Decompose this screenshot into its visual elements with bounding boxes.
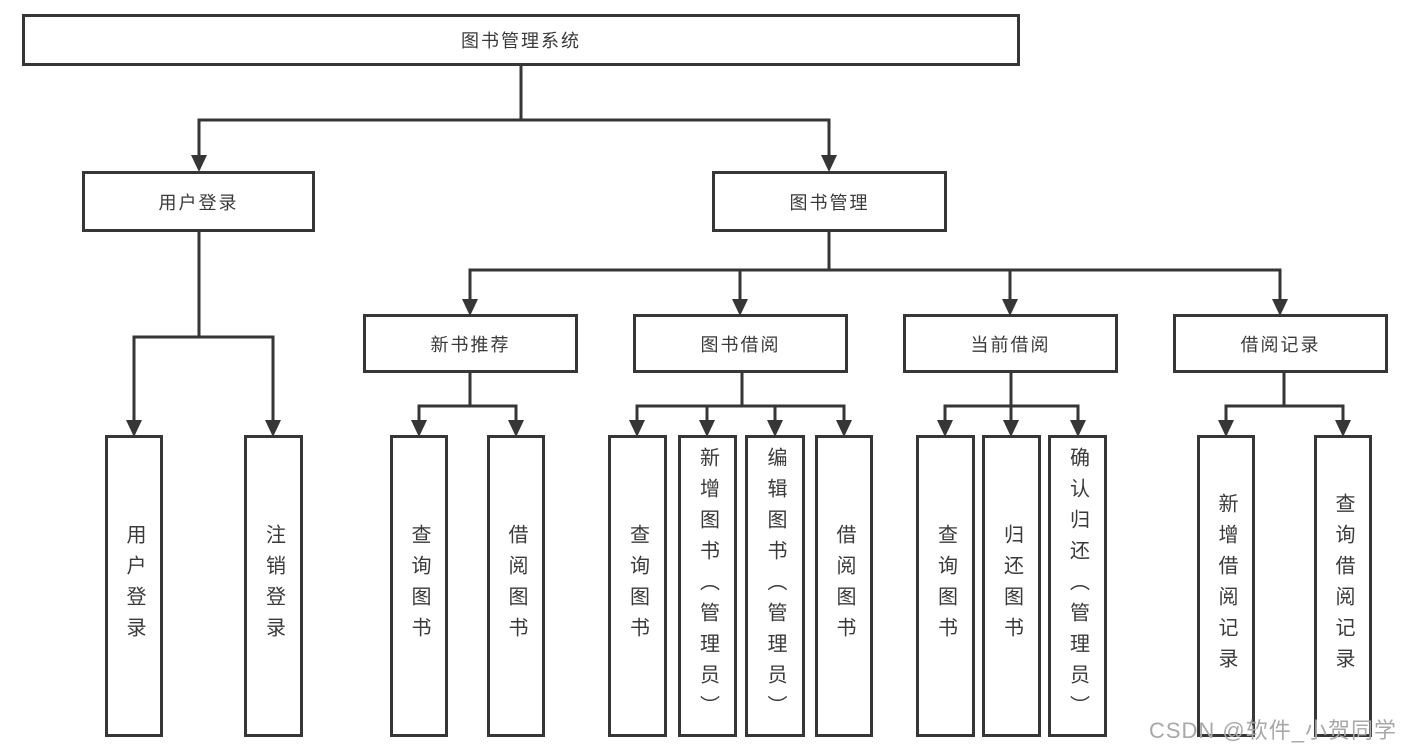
leaf-query-books-2: 查询图书 (608, 435, 667, 737)
node-current-borrowing: 当前借阅 (903, 314, 1118, 373)
node-label: 查询图书 (934, 524, 957, 648)
arrowhead (411, 420, 427, 437)
node-label: 查询图书 (408, 524, 430, 648)
arrowhead (126, 420, 142, 437)
node-label: 确认归还（管理员） (1066, 446, 1089, 726)
leaf-query-borrow-record: 查询借阅记录 (1314, 435, 1372, 737)
leaf-query-books-3: 查询图书 (916, 435, 975, 737)
leaf-query-books-1: 查询图书 (390, 435, 448, 737)
node-label: 借阅图书 (505, 524, 527, 648)
leaf-add-book-admin: 新增图书（管理员） (678, 435, 737, 737)
arrowhead (937, 420, 953, 437)
node-label: 注销登录 (262, 524, 285, 648)
arrowhead (1003, 420, 1019, 437)
leaf-confirm-return-admin: 确认归还（管理员） (1048, 435, 1107, 737)
arrowhead (265, 420, 281, 437)
arrowhead (1272, 299, 1288, 316)
node-label: 新增借阅记录 (1215, 493, 1237, 679)
node-book-management: 图书管理 (712, 171, 947, 232)
arrowhead (629, 420, 645, 437)
node-label: 归还图书 (1000, 524, 1023, 648)
arrowhead (699, 420, 715, 437)
node-label: 新增图书（管理员） (696, 446, 719, 726)
node-user-login: 用户登录 (82, 171, 315, 232)
node-label: 用户登录 (123, 524, 145, 648)
node-new-book-recommend: 新书推荐 (363, 314, 578, 373)
leaf-borrow-books-2: 借阅图书 (815, 435, 873, 737)
arrowhead (821, 155, 837, 172)
node-label: 图书管理 (789, 192, 870, 213)
node-borrowing-records: 借阅记录 (1173, 314, 1388, 373)
arrowhead (1002, 299, 1018, 316)
arrowhead (462, 299, 478, 316)
leaf-return-book: 归还图书 (982, 435, 1041, 737)
leaf-user-login: 用户登录 (105, 435, 163, 737)
node-book-borrowing: 图书借阅 (633, 314, 848, 373)
node-label: 图书借阅 (700, 334, 781, 355)
leaf-logout: 注销登录 (244, 435, 303, 737)
arrowhead (767, 420, 783, 437)
arrowhead (1335, 420, 1351, 437)
node-label: 编辑图书（管理员） (764, 446, 786, 726)
node-label: 借阅记录 (1240, 334, 1321, 355)
node-label: 图书管理系统 (461, 31, 581, 51)
node-library-management-system: 图书管理系统 (22, 14, 1020, 66)
node-label: 查询图书 (626, 524, 649, 648)
arrowhead (508, 420, 524, 437)
arrowhead (191, 155, 207, 172)
node-label: 新书推荐 (430, 334, 511, 355)
arrowhead (1218, 420, 1234, 437)
leaf-borrow-books-1: 借阅图书 (487, 435, 545, 737)
node-label: 借阅图书 (833, 524, 855, 648)
node-label: 用户登录 (158, 192, 239, 213)
node-label: 当前借阅 (970, 334, 1051, 355)
arrowhead (732, 299, 748, 316)
watermark: CSDN @软件_小贺同学 (1148, 718, 1397, 743)
leaf-add-borrow-record: 新增借阅记录 (1197, 435, 1255, 737)
node-label: 查询借阅记录 (1332, 493, 1354, 679)
arrowhead (1070, 420, 1086, 437)
leaf-edit-book-admin: 编辑图书（管理员） (745, 435, 805, 737)
arrowhead (836, 420, 852, 437)
